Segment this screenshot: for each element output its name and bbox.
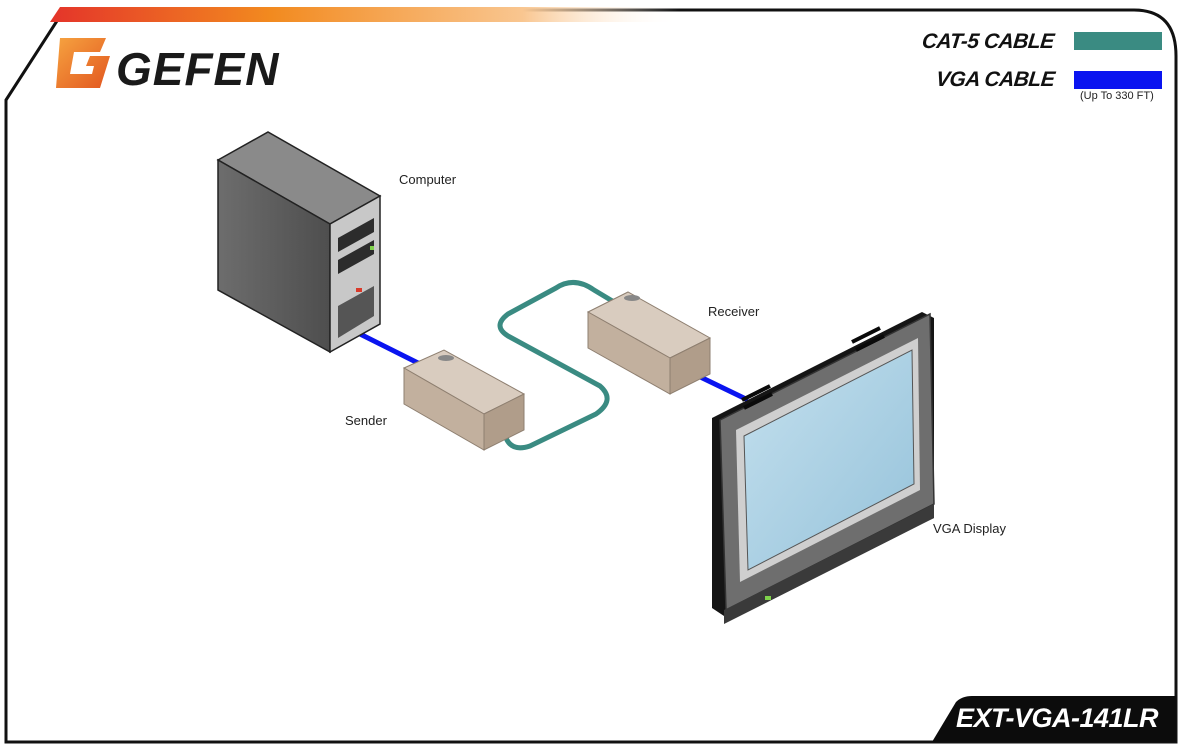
legend-swatch-cat5 [1074,32,1162,50]
legend-label-cat5: CAT-5 CABLE [921,30,1056,53]
brand-name: GEFEN [116,43,280,95]
page-frame [4,7,1178,744]
label-computer: Computer [399,172,457,187]
computer-tower-icon [216,131,382,354]
vga-cable-computer-sender [354,329,422,367]
cat5-cable [497,280,616,451]
legend-swatch-vga [1074,71,1162,89]
vga-display-icon [712,312,935,624]
legend-label-vga: VGA CABLE [934,68,1056,91]
legend-note-vga: (Up To 330 FT) [1080,90,1154,102]
model-number: EXT-VGA-141LR [955,703,1159,733]
sender-box-icon [402,349,526,451]
model-tab [932,696,1176,742]
gefen-logo-icon [56,38,110,88]
label-vga-display: VGA Display [933,521,1006,536]
receiver-box-icon [586,291,712,395]
label-sender: Sender [345,413,387,428]
label-receiver: Receiver [708,304,760,319]
